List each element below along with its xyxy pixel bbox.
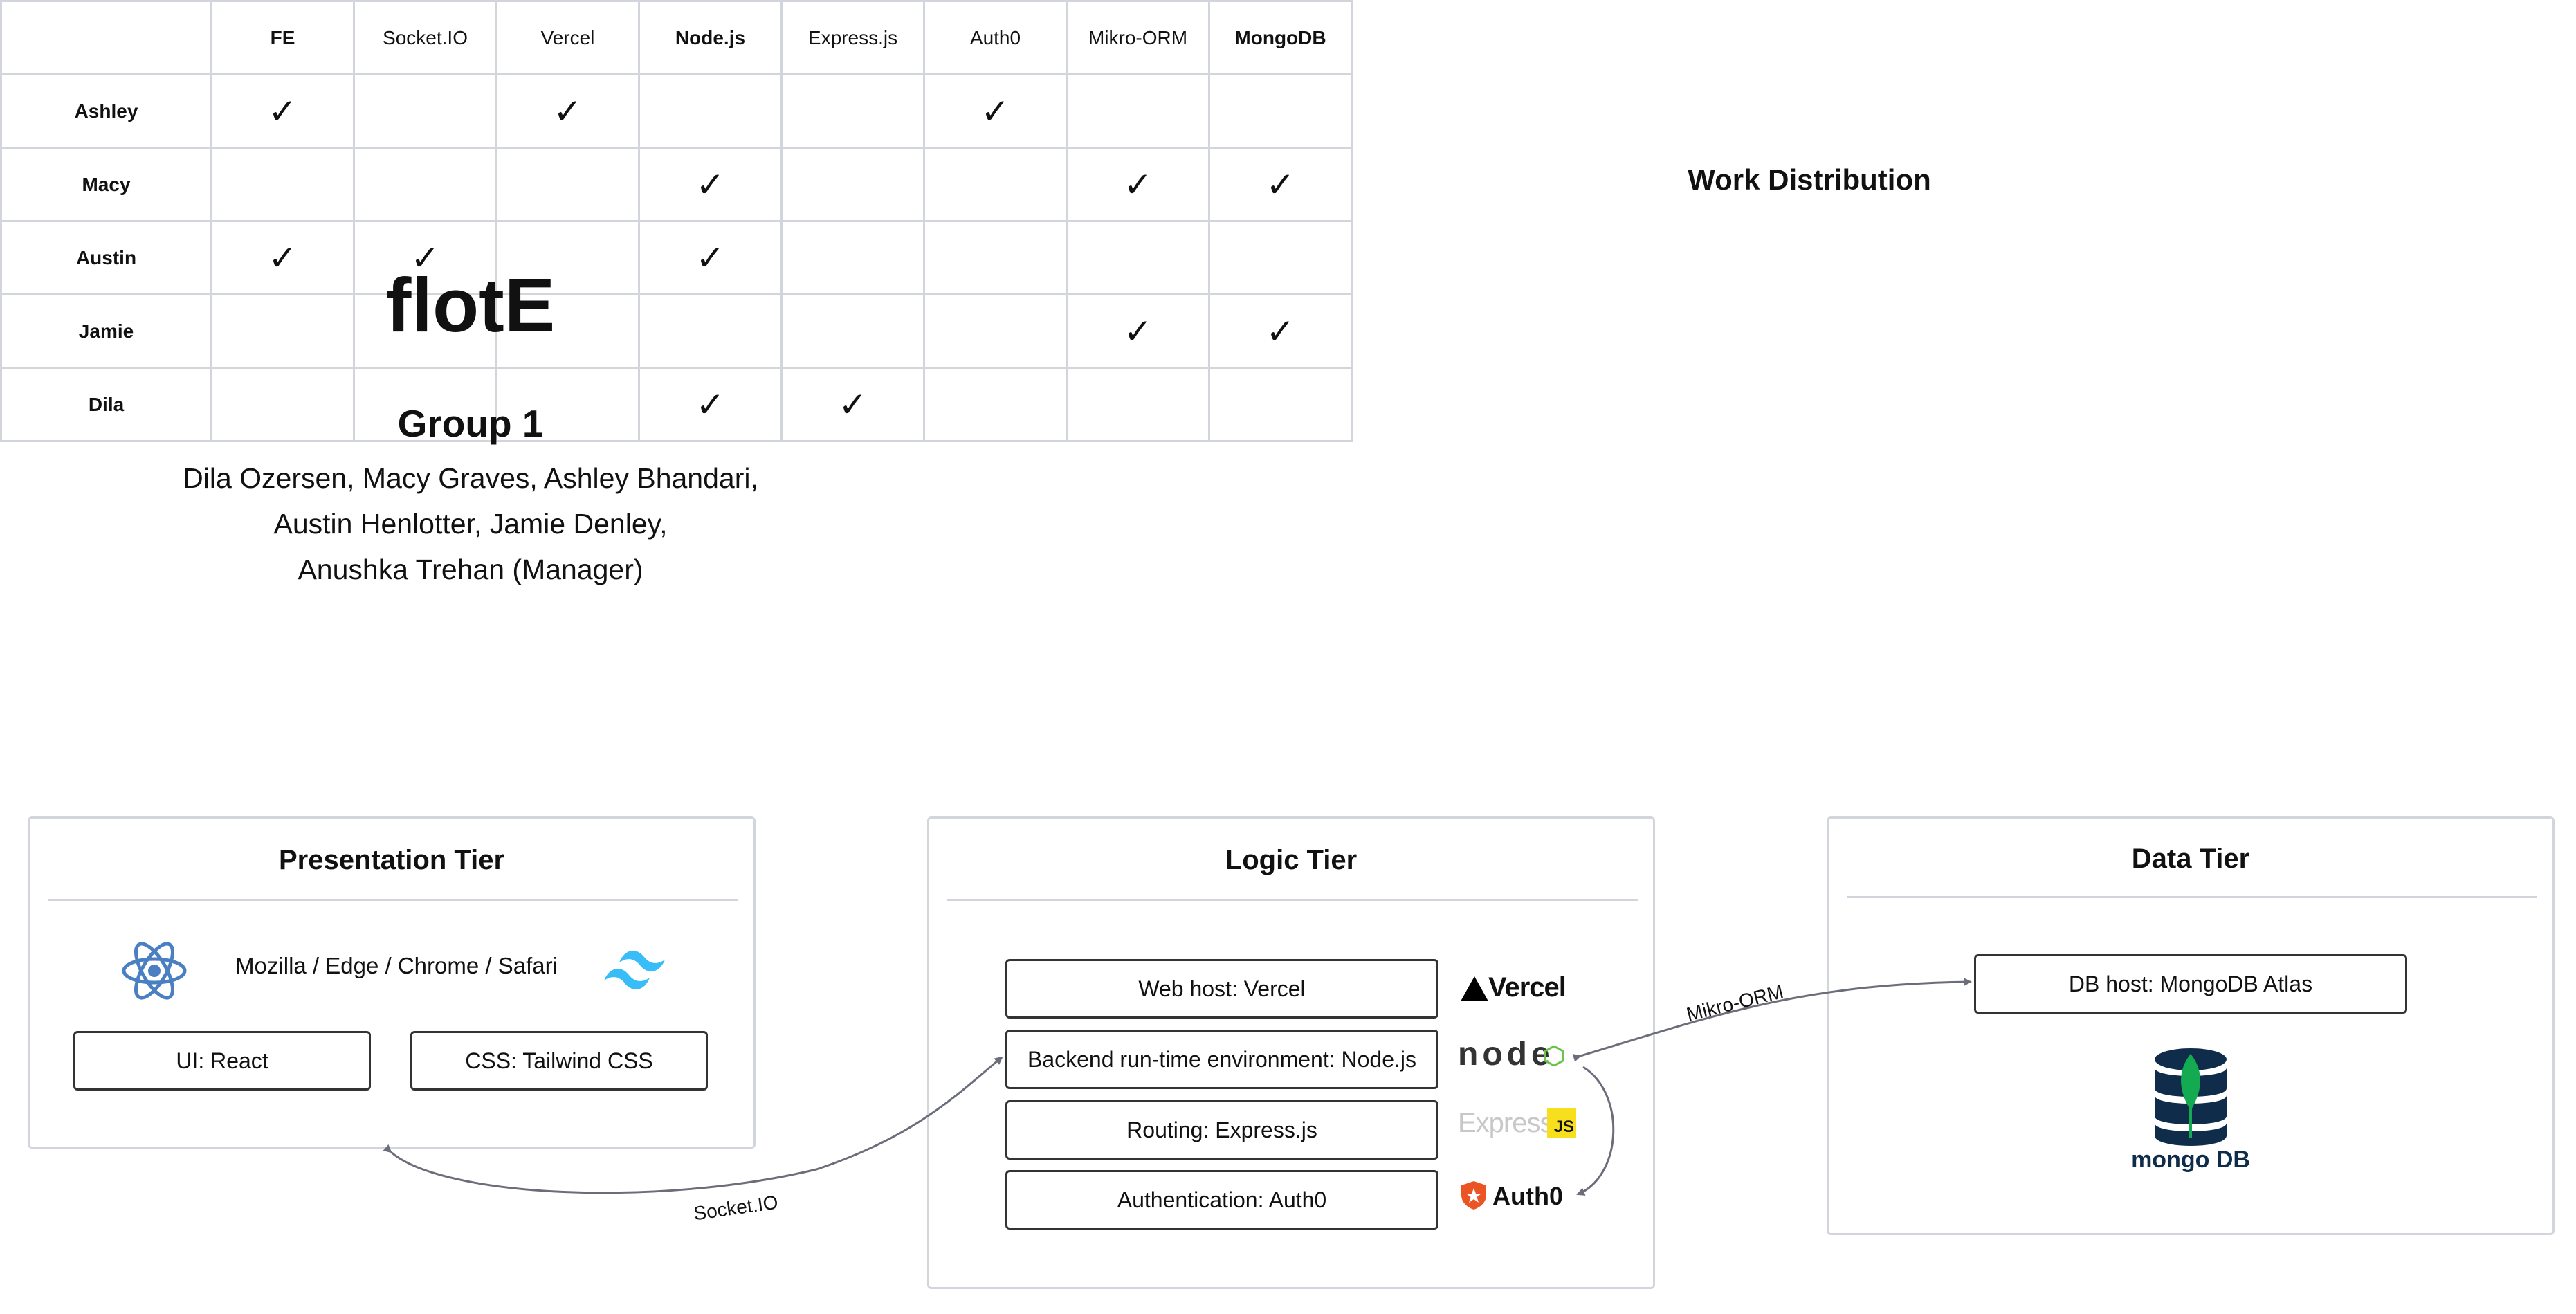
work-distribution-title: Work Distribution <box>1688 163 1931 196</box>
divider <box>1847 896 2537 898</box>
checkmark-cell: ✓ <box>638 367 783 442</box>
table-row: Austin✓✓✓ <box>0 220 1353 295</box>
column-header: Auth0 <box>923 0 1068 75</box>
db-host-box: DB host: MongoDB Atlas <box>1974 954 2407 1014</box>
checkmark-cell: ✓ <box>495 73 640 149</box>
divider <box>48 899 738 901</box>
row-name-cell: Macy <box>0 147 212 222</box>
empty-cell <box>1066 73 1210 149</box>
column-header: Vercel <box>495 0 640 75</box>
empty-cell <box>780 73 925 149</box>
checkmark-cell: ✓ <box>780 367 925 442</box>
empty-cell <box>210 367 355 442</box>
js-badge: JS <box>1547 1108 1576 1138</box>
logic-tier-title: Logic Tier <box>1225 845 1358 875</box>
table-row: Dila ✓✓ <box>0 367 1353 442</box>
members-line-2: Austin Henlotter, Jamie Denley, <box>273 508 668 540</box>
column-header: Mikro-ORM <box>1066 0 1210 75</box>
empty-cell <box>353 293 497 369</box>
runtime-box: Backend run-time environment: Node.js <box>1005 1030 1438 1089</box>
checkmark-cell: ✓ <box>1208 293 1353 369</box>
empty-cell <box>1208 73 1353 149</box>
empty-cell <box>210 147 355 222</box>
divider <box>947 899 1638 901</box>
checkmark-cell: ✓ <box>1208 147 1353 222</box>
mikroorm-edge-label: Mikro-ORM <box>1684 980 1786 1025</box>
express-logo-text: Express <box>1458 1108 1553 1138</box>
row-name-cell: Dila <box>0 367 212 442</box>
mongodb-logo-text: mongo DB <box>2131 1147 2250 1173</box>
empty-cell <box>353 147 497 222</box>
node-js-hex-icon <box>1544 1046 1564 1066</box>
empty-cell <box>780 293 925 369</box>
checkmark-cell: ✓ <box>1066 147 1210 222</box>
empty-cell <box>495 293 640 369</box>
corner-cell <box>0 0 212 75</box>
column-header: Express.js <box>780 0 925 75</box>
members-line-1: Dila Ozersen, Macy Graves, Ashley Bhanda… <box>183 462 758 494</box>
empty-cell <box>923 147 1068 222</box>
empty-cell <box>495 220 640 295</box>
table-row: Ashley✓✓✓ <box>0 73 1353 149</box>
members-line-3: Anushka Trehan (Manager) <box>298 554 643 585</box>
empty-cell <box>353 73 497 149</box>
routing-box: Routing: Express.js <box>1005 1100 1438 1160</box>
checkmark-cell: ✓ <box>353 220 497 295</box>
checkmark-cell: ✓ <box>1066 293 1210 369</box>
empty-cell <box>1208 220 1353 295</box>
app-title: flotE <box>385 263 556 348</box>
empty-cell <box>210 293 355 369</box>
column-header: MongoDB <box>1208 0 1353 75</box>
browsers-label: Mozilla / Edge / Chrome / Safari <box>235 953 558 978</box>
empty-cell <box>1066 367 1210 442</box>
empty-cell <box>780 220 925 295</box>
empty-cell <box>638 73 783 149</box>
table-row: Macy✓✓✓ <box>0 147 1353 222</box>
row-name-cell: Austin <box>0 220 212 295</box>
auth0-logo-text: Auth0 <box>1492 1182 1563 1210</box>
socketio-edge-label: Socket.IO <box>692 1191 780 1225</box>
empty-cell <box>780 147 925 222</box>
vercel-logo-text: Vercel <box>1488 972 1566 1003</box>
empty-cell <box>923 220 1068 295</box>
css-tailwind-box: CSS: Tailwind CSS <box>410 1031 708 1091</box>
presentation-tier: Presentation Tier Mozilla / Edge / Chrom… <box>28 816 756 1149</box>
column-header: Node.js <box>638 0 783 75</box>
tailwind-icon <box>604 950 665 990</box>
empty-cell <box>353 367 497 442</box>
auth0-shield-icon <box>1461 1181 1486 1210</box>
checkmark-cell: ✓ <box>923 73 1068 149</box>
row-name-cell: Ashley <box>0 73 212 149</box>
auth-box: Authentication: Auth0 <box>1005 1170 1438 1230</box>
checkmark-cell: ✓ <box>210 73 355 149</box>
node-logo-text: node <box>1458 1036 1554 1073</box>
web-host-box: Web host: Vercel <box>1005 959 1438 1019</box>
row-name-cell: Jamie <box>0 293 212 369</box>
column-header: FE <box>210 0 355 75</box>
react-icon <box>122 942 187 1000</box>
empty-cell <box>1208 367 1353 442</box>
vercel-icon <box>1461 976 1488 1001</box>
mongodb-database-icon <box>2155 1048 2227 1146</box>
empty-cell <box>923 293 1068 369</box>
checkmark-cell: ✓ <box>638 220 783 295</box>
group-title: Group 1 <box>397 402 544 445</box>
table-row: Jamie ✓✓ <box>0 293 1353 369</box>
data-tier-title: Data Tier <box>2131 843 2250 874</box>
data-tier: Data Tier DB host: MongoDB Atlas mongo D… <box>1827 816 2555 1235</box>
empty-cell <box>495 367 640 442</box>
checkmark-cell: ✓ <box>638 147 783 222</box>
checkmark-cell: ✓ <box>210 220 355 295</box>
presentation-tier-title: Presentation Tier <box>278 845 505 875</box>
empty-cell <box>495 147 640 222</box>
empty-cell <box>1066 220 1210 295</box>
empty-cell <box>638 293 783 369</box>
empty-cell <box>923 367 1068 442</box>
column-header: Socket.IO <box>353 0 497 75</box>
logic-tier: Logic Tier Web host: Vercel Backend run-… <box>927 816 1655 1289</box>
ui-react-box: UI: React <box>73 1031 371 1091</box>
